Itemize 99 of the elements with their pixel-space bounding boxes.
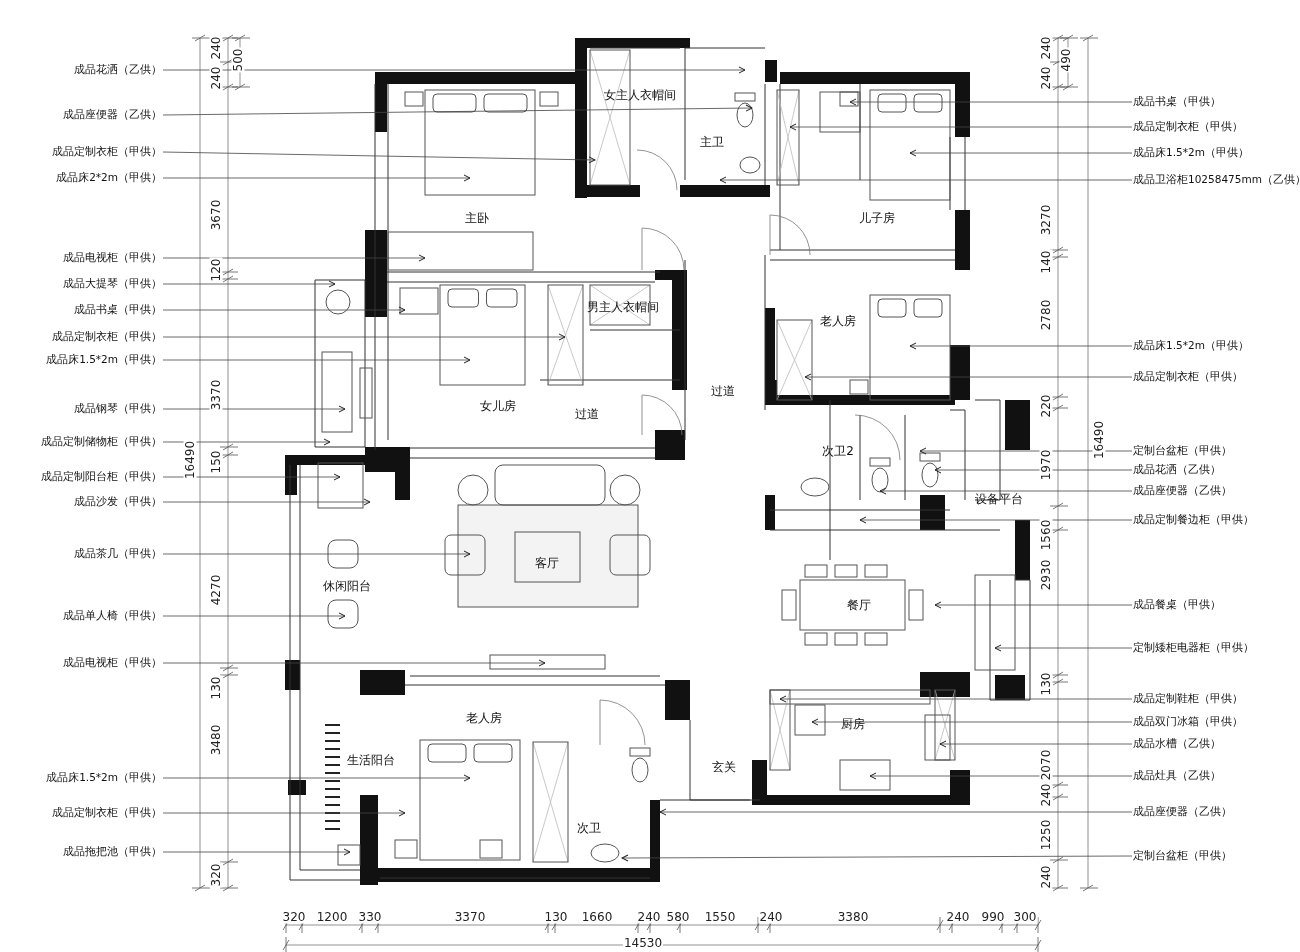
dimension-text: 130 [209, 675, 223, 701]
callout-label: 成品钢琴（甲供） [74, 402, 162, 415]
callout-label: 定制台盆柜（甲供） [1133, 849, 1232, 862]
dimension-text: 3370 [209, 378, 223, 412]
callout-label: 成品水槽（乙供） [1133, 737, 1221, 750]
room-label: 厨房 [841, 717, 865, 731]
room-label: 餐厅 [847, 598, 871, 612]
callout-label: 成品座便器（乙供） [63, 108, 162, 121]
dimension-text: 1660 [580, 910, 614, 924]
dimension-text: 330 [357, 910, 383, 924]
callout-label: 成品餐桌（甲供） [1133, 598, 1221, 611]
dimension-text: 130 [1039, 671, 1053, 697]
dimension-text: 2070 [1039, 748, 1053, 782]
callout-label: 成品电视柜（甲供） [63, 251, 162, 264]
dimension-text: 14530 [622, 936, 664, 950]
dimension-text: 2930 [1039, 558, 1053, 592]
dimension-text: 3270 [1039, 203, 1053, 237]
dimension-text: 240 [1039, 864, 1053, 890]
callout-label: 成品定制鞋柜（甲供） [1133, 692, 1243, 705]
dimension-text: 240 [209, 65, 223, 91]
room-label: 主卧 [465, 211, 489, 225]
room-label: 男主人衣帽间 [587, 300, 659, 314]
room-label: 儿子房 [859, 211, 895, 225]
dimension-text: 1970 [1039, 448, 1053, 482]
callout-label: 成品定制衣柜（甲供） [52, 330, 162, 343]
callout-label: 成品电视柜（甲供） [63, 656, 162, 669]
dimension-text: 240 [636, 910, 662, 924]
room-label: 主卫 [700, 135, 724, 149]
room-label: 次卫2 [822, 444, 854, 458]
callout-label: 成品茶几（甲供） [74, 547, 162, 560]
room-label: 设备平台 [975, 492, 1023, 506]
callout-label: 成品座便器（乙供） [1133, 805, 1232, 818]
dimension-text: 990 [980, 910, 1006, 924]
dimension-text: 300 [1012, 910, 1038, 924]
callout-label: 成品床1.5*2m（甲供） [46, 353, 162, 366]
callout-label: 成品花洒（乙供） [1133, 463, 1221, 476]
dimension-text: 4270 [209, 573, 223, 607]
dimension-text: 3480 [209, 723, 223, 757]
callout-label: 成品大提琴（甲供） [63, 277, 162, 290]
dimension-text: 130 [543, 910, 569, 924]
dimension-text: 3380 [836, 910, 870, 924]
room-label: 休闲阳台 [323, 579, 371, 593]
callout-label: 成品书桌（甲供） [1133, 95, 1221, 108]
dimension-text: 150 [209, 449, 223, 475]
dimension-text: 240 [945, 910, 971, 924]
callout-label: 成品定制储物柜（甲供） [41, 435, 162, 448]
callout-label: 成品床1.5*2m（甲供） [46, 771, 162, 784]
room-label: 次卫 [577, 821, 601, 835]
dimension-text: 1200 [315, 910, 349, 924]
callout-label: 成品定制衣柜（甲供） [52, 806, 162, 819]
callout-label: 成品拖把池（甲供） [63, 845, 162, 858]
room-label: 老人房 [820, 314, 856, 328]
dimension-text: 1550 [703, 910, 737, 924]
room-label: 生活阳台 [347, 753, 395, 767]
callout-label: 成品定制衣柜（甲供） [1133, 120, 1243, 133]
dimension-text: 1560 [1039, 518, 1053, 552]
dimension-text: 500 [231, 47, 245, 73]
room-label: 玄关 [712, 760, 736, 774]
room-label: 女儿房 [480, 399, 516, 413]
callout-label: 成品单人椅（甲供） [63, 609, 162, 622]
dimension-text: 240 [1039, 35, 1053, 61]
room-label: 过道 [711, 384, 735, 398]
dimension-text: 3370 [453, 910, 487, 924]
dimension-text: 240 [1039, 782, 1053, 808]
dimension-text: 16490 [183, 439, 197, 481]
callout-label: 成品定制衣柜（甲供） [1133, 370, 1243, 383]
dimension-text: 490 [1059, 47, 1073, 73]
callout-label: 成品定制衣柜（甲供） [52, 145, 162, 158]
callout-label: 成品花洒（乙供） [74, 63, 162, 76]
callout-label: 成品灶具（乙供） [1133, 769, 1221, 782]
dimension-text: 120 [209, 257, 223, 283]
callout-label: 成品床1.5*2m（甲供） [1133, 339, 1249, 352]
callout-label: 定制矮柜电器柜（甲供） [1133, 641, 1254, 654]
dimension-text: 1250 [1039, 818, 1053, 852]
dimension-text: 3670 [209, 198, 223, 232]
callout-label: 成品书桌（甲供） [74, 303, 162, 316]
callout-label: 定制台盆柜（甲供） [1133, 444, 1232, 457]
callout-label: 成品床2*2m（甲供） [56, 171, 162, 184]
callout-label: 成品沙发（甲供） [74, 495, 162, 508]
dimension-text: 240 [758, 910, 784, 924]
callout-label: 成品定制阳台柜（甲供） [41, 470, 162, 483]
dimension-text: 220 [1039, 393, 1053, 419]
dimension-text: 2780 [1039, 298, 1053, 332]
dimension-text: 240 [209, 35, 223, 61]
room-label: 老人房 [466, 711, 502, 725]
room-label: 客厅 [535, 556, 559, 570]
dimension-text: 320 [281, 910, 307, 924]
dimension-text: 16490 [1092, 419, 1106, 461]
callout-label: 成品定制餐边柜（甲供） [1133, 513, 1254, 526]
callout-label: 成品座便器（乙供） [1133, 484, 1232, 497]
dimension-text: 140 [1039, 249, 1053, 275]
dimension-text: 240 [1039, 65, 1053, 91]
callout-label: 成品床1.5*2m（甲供） [1133, 146, 1249, 159]
dimension-text: 580 [665, 910, 691, 924]
callout-label: 成品卫浴柜10258475mm（乙供） [1133, 173, 1300, 186]
dimension-text: 320 [209, 862, 223, 888]
room-label: 过道 [575, 407, 599, 421]
callout-label: 成品双门冰箱（甲供） [1133, 715, 1243, 728]
room-label: 女主人衣帽间 [604, 88, 676, 102]
